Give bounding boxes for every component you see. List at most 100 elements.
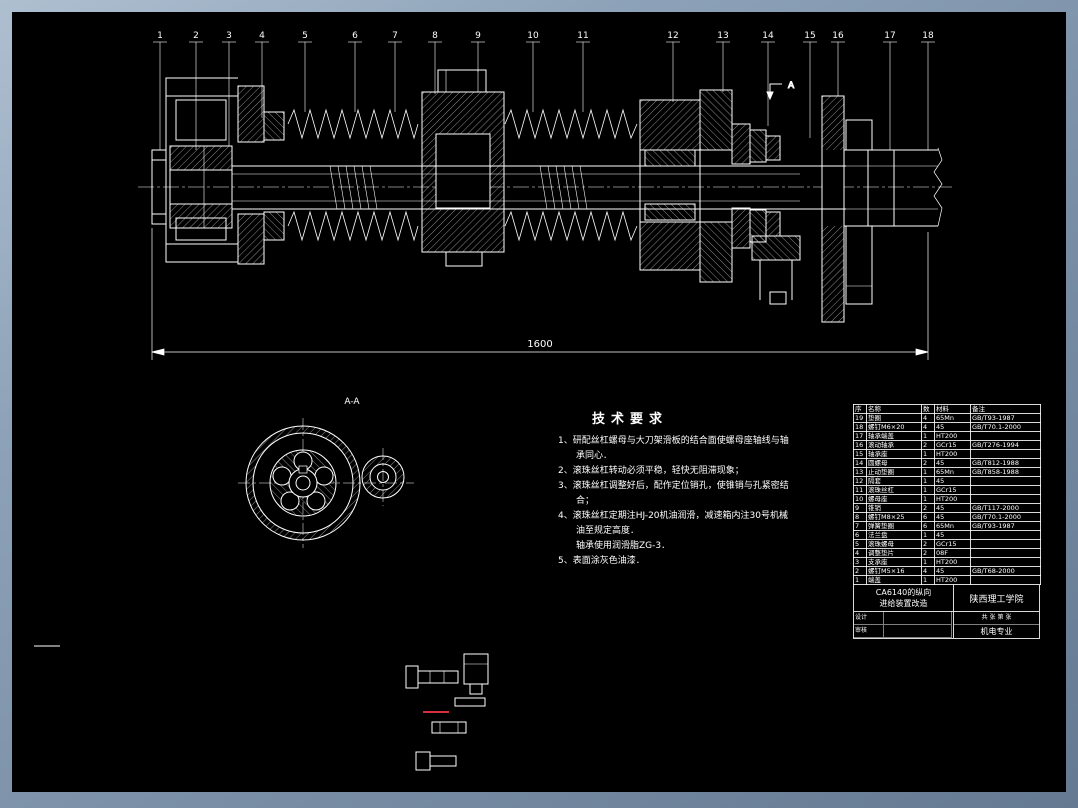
parts-table-cell: 调整垫片	[866, 548, 922, 558]
section-cut-arrow: A	[766, 81, 796, 101]
right-bearing-assembly	[639, 89, 801, 305]
parts-table-cell	[970, 557, 1041, 567]
title-block-dept-cell: 共 张 第 张 机电专业	[954, 611, 1039, 638]
parts-table-cell: 滚动轴承	[866, 440, 922, 450]
parts-table-cell: 法兰盘	[866, 530, 922, 540]
parts-table-cell	[970, 485, 1041, 495]
parts-table-cell: 45	[934, 476, 971, 486]
parts-table-cell: 螺钉M8×25	[866, 512, 922, 522]
parts-table-cell: 13	[853, 467, 867, 477]
parts-table-cell: HT200	[934, 575, 971, 585]
parts-table-cell: 轴承座	[866, 449, 922, 459]
parts-table-cell: 45	[934, 458, 971, 468]
parts-table-cell: 数	[921, 404, 935, 414]
parts-table-cell: 序	[853, 404, 867, 414]
tech-req-line: 承同心．	[558, 451, 613, 461]
parts-table-cell: GCr15	[934, 440, 971, 450]
parts-table-cell: 45	[934, 422, 971, 432]
center-nut-housing	[421, 69, 505, 267]
callout-label: 4	[259, 31, 265, 41]
parts-table-cell: 19	[853, 413, 867, 423]
parts-table-cell: 17	[853, 431, 867, 441]
parts-table-cell: 1	[921, 467, 935, 477]
tech-req-line: 4、滚珠丝杠定期注HJ-20机油润滑，减速箱内注30号机械	[558, 511, 788, 521]
parts-table-cell	[970, 539, 1041, 549]
tech-req-line: 5、表面涂灰色油漆．	[558, 556, 645, 566]
parts-table-header: 序名称数材料备注	[853, 404, 1041, 414]
parts-table-cell: GB/T68-2000	[970, 566, 1041, 576]
parts-table-cell: 5	[853, 539, 867, 549]
parts-table-cell: GB/T858-1988	[970, 467, 1041, 477]
parts-table-cell: 45	[934, 566, 971, 576]
callout-label: 14	[762, 31, 774, 41]
callout-label: 7	[392, 31, 398, 41]
parts-table-cell: 8	[853, 512, 867, 522]
parts-table-cell: 45	[934, 503, 971, 513]
parts-table-cell: HT200	[934, 431, 971, 441]
parts-table-cell: GB/T93-1987	[970, 521, 1041, 531]
design-label: 设计	[854, 612, 884, 625]
parts-table-cell: 4	[921, 422, 935, 432]
parts-table-cell: 65Mn	[934, 521, 971, 531]
callout-label: 13	[717, 31, 728, 41]
parts-table-cell: 2	[921, 440, 935, 450]
parts-table-cell: 65Mn	[934, 467, 971, 477]
parts-table-cell: 螺母座	[866, 494, 922, 504]
callout-label: 10	[527, 31, 539, 41]
parts-table-cell: 6	[853, 530, 867, 540]
department-label: 机电专业	[980, 627, 1013, 636]
parts-table-cell: 弹簧垫圈	[866, 521, 922, 531]
parts-table-cell	[970, 530, 1041, 540]
parts-table-cell: GCr15	[934, 539, 971, 549]
parts-table-cell: 4	[921, 566, 935, 576]
check-label: 审核	[854, 625, 884, 638]
parts-table-cell: 16	[853, 440, 867, 450]
tech-req-line: 2、滚珠丝杠转动必须平稳，轻快无阻滞现象；	[558, 466, 744, 476]
parts-table-cell: 2	[921, 548, 935, 558]
parts-table-cell: GB/T117-2000	[970, 503, 1041, 513]
parts-table-cell: 2	[921, 539, 935, 549]
parts-table-cell: 锥销	[866, 503, 922, 513]
parts-table-cell: 端盖	[866, 575, 922, 585]
dimension-1600: 1600	[151, 228, 929, 360]
part-callout-labels: 1 2 3 4 5 6 7 8 9 10 11 12 13 14 15 16 1…	[157, 31, 934, 41]
parts-table-cell: 1	[921, 449, 935, 459]
parts-table-cell	[970, 431, 1041, 441]
parts-table-cell: 隔套	[866, 476, 922, 486]
parts-table-cell: 螺钉M5×16	[866, 566, 922, 576]
parts-table-cell	[970, 494, 1041, 504]
parts-table-cell: GCr15	[934, 485, 971, 495]
parts-table-cell: 7	[853, 521, 867, 531]
callout-label: 8	[432, 31, 438, 41]
parts-table-cell: 1	[921, 557, 935, 567]
tech-req-line: 合；	[558, 496, 595, 506]
callout-label: 1	[157, 31, 163, 41]
tech-req-line: 3、滚珠丝杠调整好后，配作定位销孔，使锥销与孔紧密结	[558, 481, 789, 491]
parts-table-cell: 3	[853, 557, 867, 567]
tech-req-line: 油至规定高度．	[558, 526, 640, 536]
parts-table-cell: 65Mn	[934, 413, 971, 423]
drawing-canvas	[12, 12, 1066, 792]
title-block-product: CA6140的纵向 进给装置改造	[854, 585, 954, 611]
section-view-label: A-A	[344, 397, 360, 407]
parts-table-cell: 1	[921, 575, 935, 585]
callout-label: 3	[226, 31, 232, 41]
parts-table-cell: 螺钉M6×20	[866, 422, 922, 432]
technical-requirements: 技术要求 1、研配丝杠螺母与大刀架滑板的结合面使螺母座轴线与轴 承同心． 2、滚…	[558, 408, 858, 569]
